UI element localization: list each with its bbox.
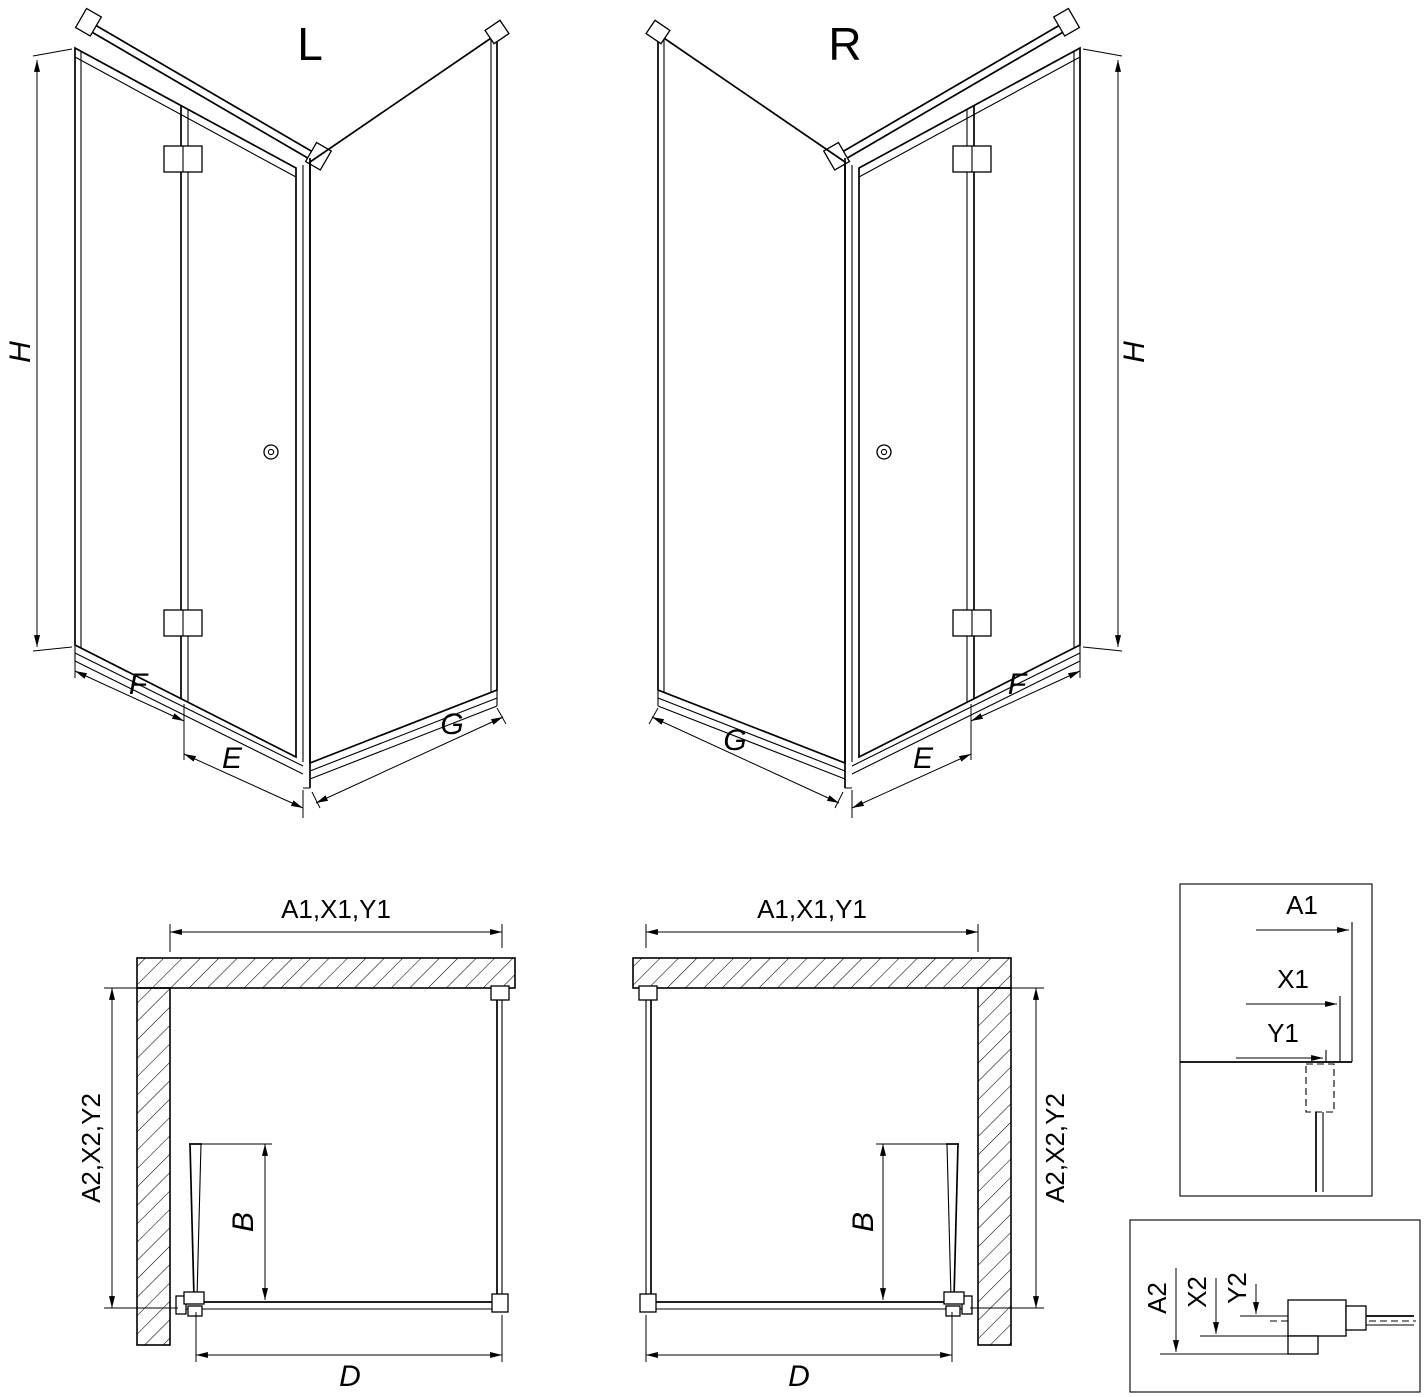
iso-view-left: H F E G L xyxy=(4,7,510,818)
dim-label-b: B xyxy=(847,1212,880,1232)
folded-door xyxy=(183,1143,205,1317)
detail-frame xyxy=(1129,1219,1421,1393)
dim-label-a2: A2 xyxy=(1142,1282,1172,1314)
glass-profile xyxy=(1305,1063,1335,1192)
detail-frame xyxy=(1179,883,1373,1197)
front-panel-with-door xyxy=(74,46,297,759)
corner-post xyxy=(491,1293,509,1313)
dim-label-y1: Y1 xyxy=(1267,1018,1299,1048)
corner-post xyxy=(844,158,853,788)
shower-tray xyxy=(657,645,1081,789)
door-handle-knob xyxy=(876,444,892,460)
door-handle-knob xyxy=(263,444,279,460)
dim-label-e: E xyxy=(913,742,934,775)
corner-post xyxy=(639,1293,657,1313)
dimension-width-top: A1,X1,Y1 xyxy=(645,894,979,952)
dim-label-x1: X1 xyxy=(1277,964,1309,994)
dim-label-x2: X2 xyxy=(1182,1276,1212,1308)
dimension-e: E xyxy=(851,742,972,818)
wall-side xyxy=(977,987,1012,1346)
dim-label-a2x2y2: A2,X2,Y2 xyxy=(76,1093,106,1203)
wall-bracket xyxy=(74,7,103,37)
threshold xyxy=(656,1295,973,1315)
threshold xyxy=(175,1295,492,1315)
dimension-d: D xyxy=(645,1312,953,1393)
plan-view-right: A1,X1,Y1 A2,X2,Y2 B D xyxy=(632,894,1070,1393)
dimension-b: B xyxy=(202,1143,272,1300)
hinge-bottom xyxy=(952,609,992,637)
shower-tray xyxy=(74,645,498,789)
side-panel xyxy=(645,19,846,765)
dim-label-d: D xyxy=(788,1360,810,1393)
dim-label-a1x1y1: A1,X1,Y1 xyxy=(281,894,391,924)
dim-label-h: H xyxy=(1118,341,1151,363)
dimension-b: B xyxy=(847,1143,946,1300)
dimension-d: D xyxy=(195,1312,503,1393)
wall-top xyxy=(632,957,1012,989)
side-glass-panel xyxy=(638,985,658,1313)
dim-label-f: F xyxy=(1008,668,1028,701)
top-support-bar xyxy=(74,7,333,171)
plan-view-left: A1,X1,Y1 A2,X2,Y2 B D xyxy=(76,894,516,1393)
wall-profile xyxy=(490,985,510,1001)
detail-view-width: A1 X1 Y1 xyxy=(1179,883,1373,1197)
wall-profile-section xyxy=(1270,1299,1416,1355)
top-cap xyxy=(645,19,671,45)
dimension-g: G xyxy=(311,707,507,809)
dimension-f: F xyxy=(74,650,185,760)
detail-view-depth: A2 X2 Y2 xyxy=(1129,1219,1421,1393)
top-support-bar xyxy=(822,7,1081,171)
dim-label-f: F xyxy=(129,668,149,701)
wall-bracket xyxy=(1052,7,1081,37)
dim-label-y2: Y2 xyxy=(1222,1272,1252,1304)
dimension-f: F xyxy=(970,650,1081,760)
dim-label-e: E xyxy=(222,742,243,775)
wall-profile xyxy=(638,985,658,1001)
dim-label-d: D xyxy=(339,1360,361,1393)
dimension-e: E xyxy=(183,742,304,818)
top-cap xyxy=(484,19,510,45)
dimension-g: G xyxy=(648,707,844,809)
wall-side xyxy=(136,987,171,1346)
hinge-bottom xyxy=(163,609,203,637)
side-panel xyxy=(309,19,510,765)
wall-top xyxy=(136,957,516,989)
dim-label-h: H xyxy=(4,341,37,363)
dim-label-b: B xyxy=(227,1212,260,1232)
dimension-height: H xyxy=(1082,48,1151,652)
dim-label-a1: A1 xyxy=(1286,890,1318,920)
folded-door xyxy=(943,1143,965,1317)
corner-post xyxy=(302,158,311,788)
hinge-top xyxy=(163,145,203,173)
dimension-depth-side: A2,X2,Y2 xyxy=(970,987,1070,1309)
dim-label-g: G xyxy=(440,708,463,741)
dimension-depth-side: A2,X2,Y2 xyxy=(76,987,178,1309)
iso-view-right: H F E G R xyxy=(645,7,1151,818)
dim-label-g: G xyxy=(723,724,746,757)
variant-label-right: R xyxy=(828,18,861,70)
dimension-height: H xyxy=(4,48,73,652)
dim-label-a2x2y2: A2,X2,Y2 xyxy=(1040,1093,1070,1203)
hinge-top xyxy=(952,145,992,173)
variant-label-left: L xyxy=(297,18,323,70)
dim-label-a1x1y1: A1,X1,Y1 xyxy=(757,894,867,924)
side-glass-panel xyxy=(490,985,510,1313)
dimension-width-top: A1,X1,Y1 xyxy=(169,894,503,952)
